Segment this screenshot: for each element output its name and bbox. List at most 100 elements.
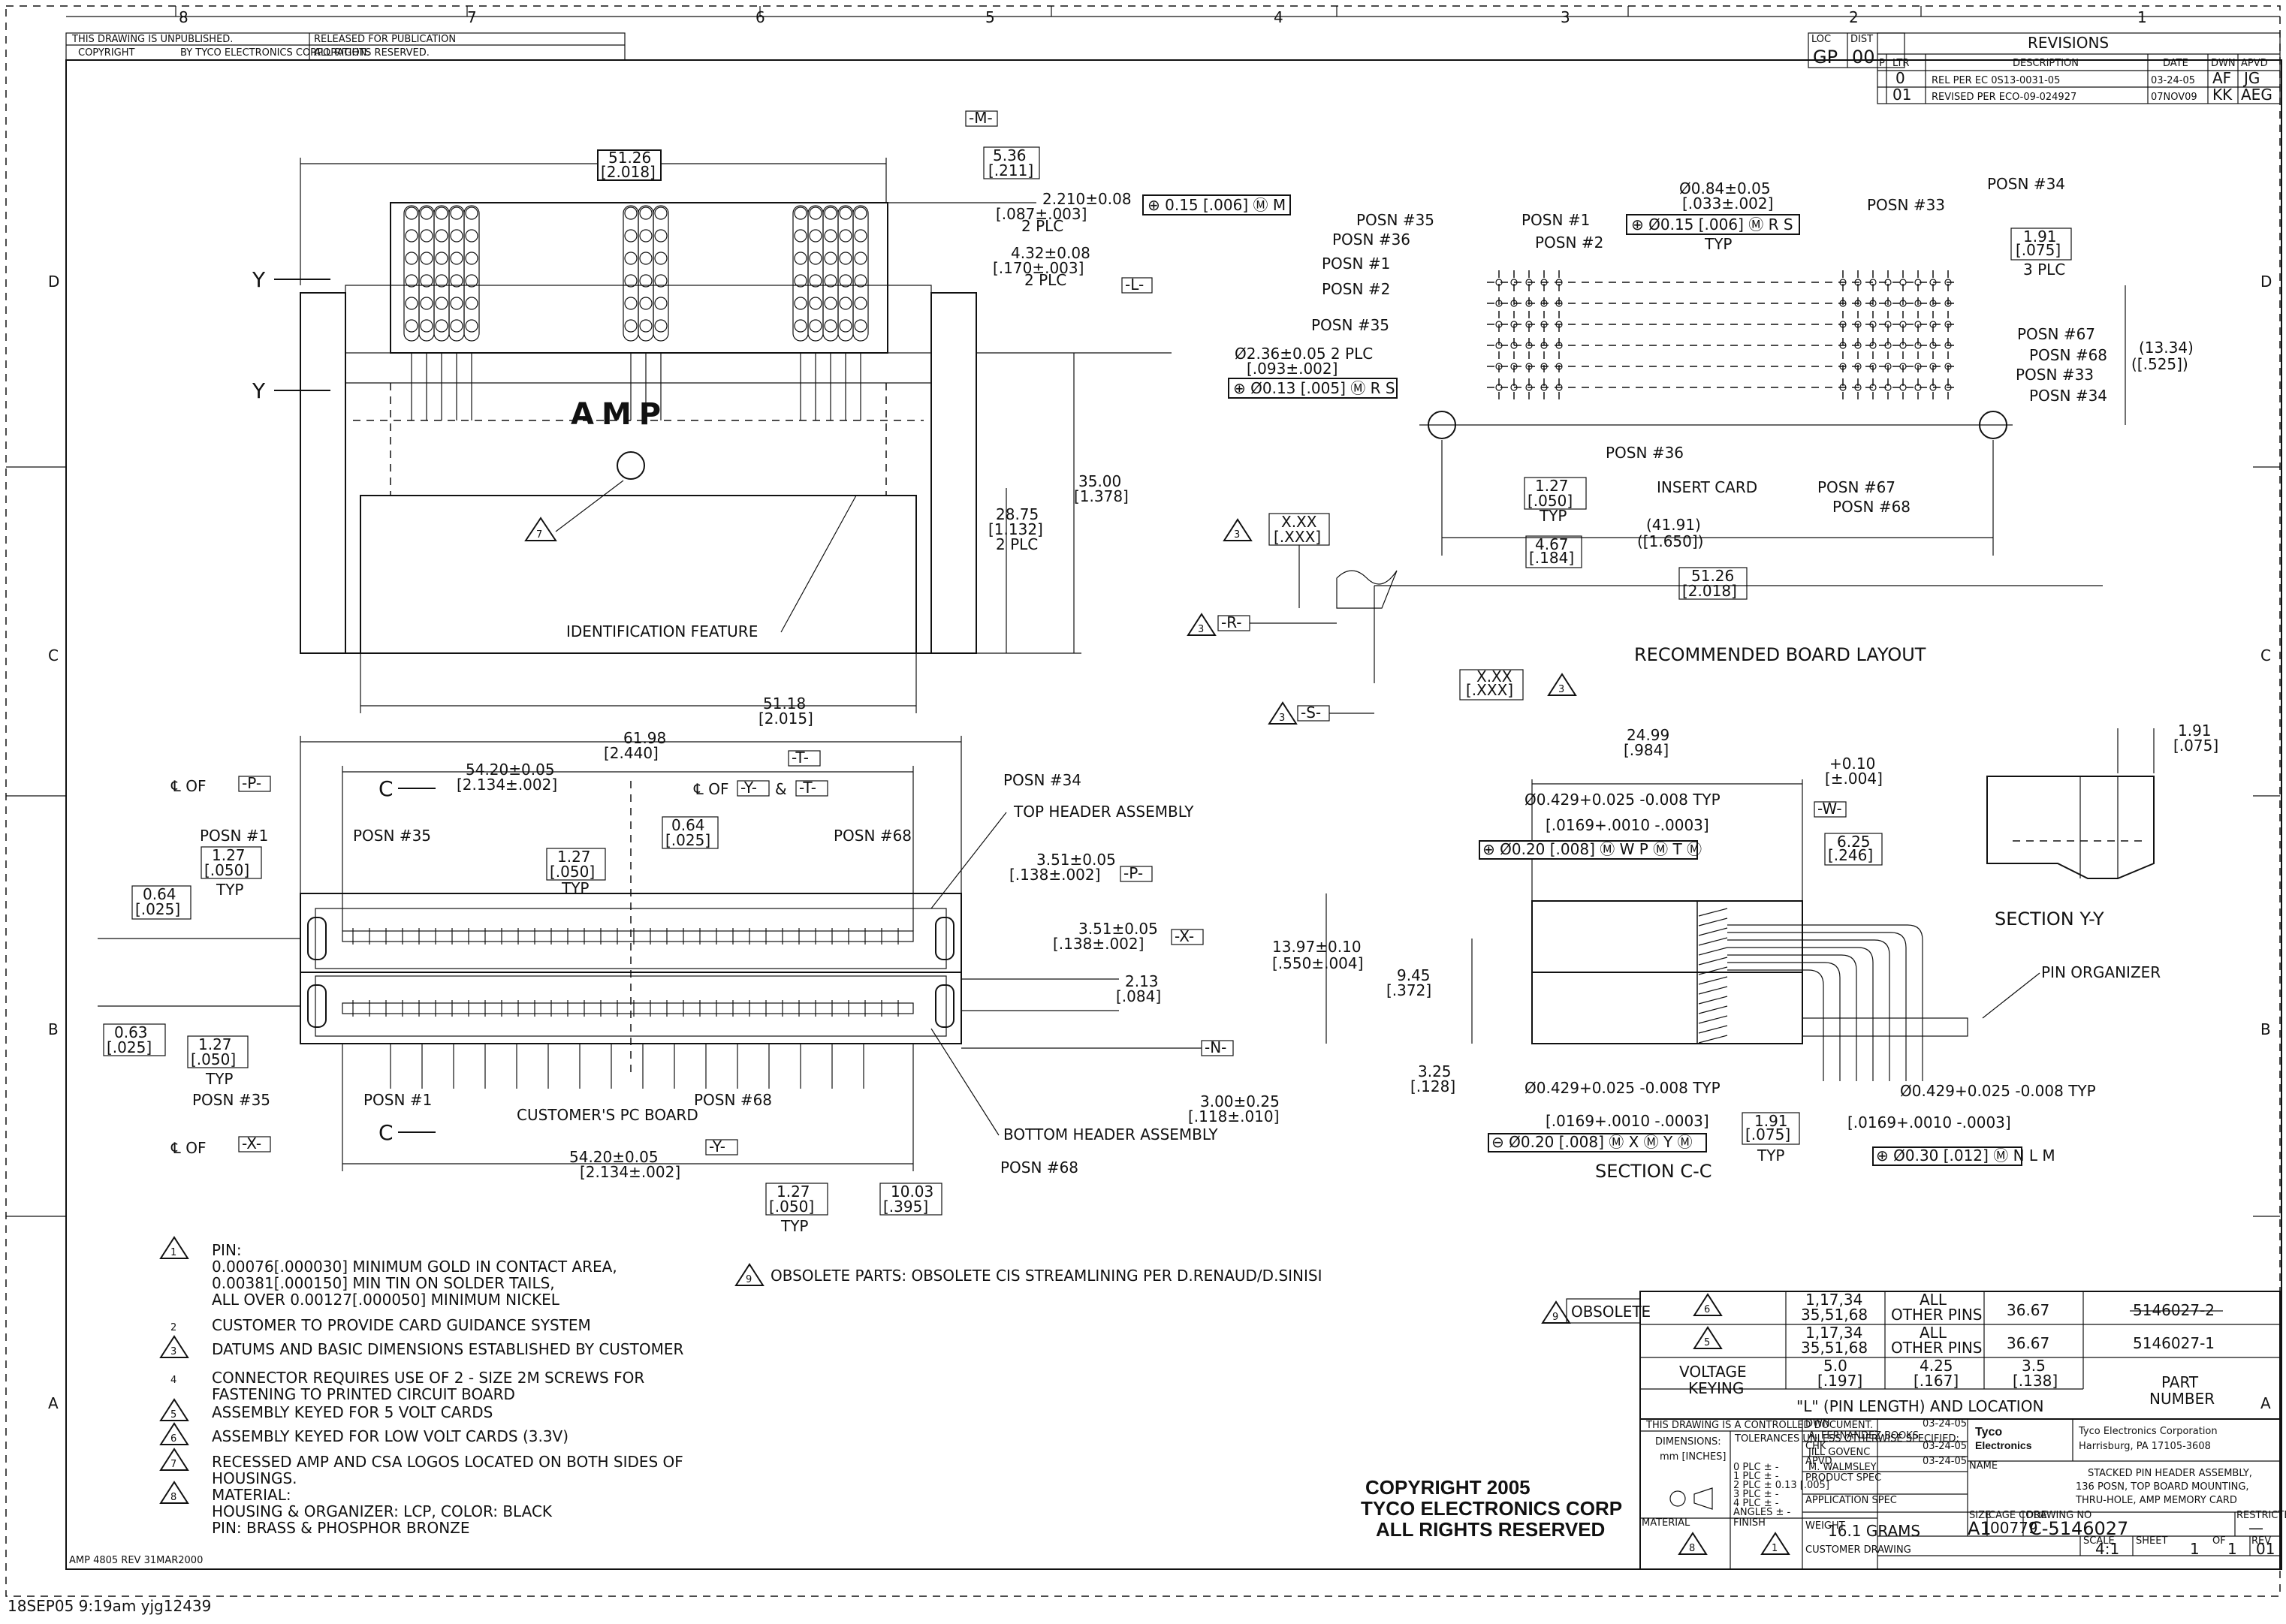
dim-064-in: [.025]: [135, 900, 180, 918]
cl-of-yt: ℄ OF: [693, 780, 728, 798]
pin-icon: [824, 252, 837, 265]
dist-value: 00: [1852, 47, 1875, 68]
dim-236: Ø2.36±0.05 2 PLC: [1235, 345, 1373, 363]
amp-logo: AMP: [571, 397, 668, 432]
hatch-line: [1698, 917, 1728, 926]
amp-sign: &: [775, 780, 787, 798]
fcf-cc-b: ⊖ Ø0.20 [.008] Ⓜ X Ⓜ Y Ⓜ: [1491, 1133, 1693, 1151]
dim-2499-in: [.984]: [1624, 741, 1669, 759]
note-num: 3: [170, 1346, 176, 1357]
hatch-line: [1698, 1035, 1728, 1044]
pin-icon: [839, 274, 852, 288]
note-num: 6: [170, 1433, 176, 1445]
datum-t: -T-: [792, 749, 809, 767]
dim-010: +0.10: [1829, 755, 1875, 773]
dim-width: 51.26: [608, 149, 651, 167]
pin-icon: [824, 297, 837, 310]
zone-label: 4: [1274, 8, 1283, 26]
note-text: ASSEMBLY KEYED FOR LOW VOLT CARDS (3.3V): [212, 1427, 568, 1445]
dim-6198: 61.98: [623, 729, 666, 747]
fin-note: 1: [1772, 1543, 1778, 1554]
note-9: 9 OBSOLETE PARTS: OBSOLETE CIS STREAMLIN…: [734, 1263, 1322, 1286]
dim-4191-in: ([1.650]): [1637, 532, 1703, 550]
pin-icon: [809, 274, 822, 288]
posn33-label: POSN #33: [2016, 366, 2094, 384]
zone-label: B: [2260, 1020, 2271, 1038]
pin-icon: [809, 252, 822, 265]
pin-icon: [624, 206, 638, 220]
dim-191-in: [.075]: [2016, 241, 2061, 259]
posn2-label: POSN #2: [1535, 234, 1603, 252]
chk-date: 03-24-05: [1923, 1441, 1967, 1452]
note-triangle: [1187, 613, 1217, 636]
pin-slot: [807, 205, 824, 342]
key-pos: 35,51,68: [1801, 1306, 1868, 1324]
dim-213-in: [.084]: [1116, 987, 1161, 1005]
bent-pins: [1727, 924, 1968, 1081]
note-text: HOUSING & ORGANIZER: LCP, COLOR: BLACK: [212, 1502, 553, 1520]
key-length: 36.67: [2007, 1301, 2049, 1319]
zone-label: 3: [1561, 8, 1570, 26]
datum-s: -S-: [1301, 704, 1321, 722]
pin-icon: [405, 229, 418, 243]
pin-icon: [809, 229, 822, 243]
dim-127-in: [.050]: [550, 863, 595, 881]
posn36-label: POSN #36: [1606, 444, 1684, 462]
dwg-number: C-5146027: [2029, 1518, 2128, 1539]
scale-value: 4:1: [2095, 1540, 2119, 1558]
header-strip: THIS DRAWING IS UNPUBLISHED. COPYRIGHT B…: [65, 32, 626, 61]
fcf-cc-a: ⊕ Ø0.20 [.008] Ⓜ W P Ⓜ T Ⓜ: [1482, 840, 1702, 858]
dwn-date: 03-24-05: [1923, 1418, 1967, 1430]
dim-945-in: [.372]: [1386, 981, 1431, 999]
mat-note: 8: [1689, 1543, 1695, 1554]
pin-icon: [824, 206, 837, 220]
tol-row: 3 PLC ± -: [1733, 1489, 1779, 1500]
dim-5420-in: [2.134±.002]: [580, 1163, 680, 1181]
dim-127-in: [.050]: [191, 1050, 236, 1068]
dim-1003-in: [.395]: [883, 1198, 928, 1216]
posn1-label: POSN #1: [200, 827, 268, 845]
restricted-label: RESTRICTED TO: [2236, 1510, 2286, 1521]
revisions-block: LOC DIST GP 00 REVISIONS P LTR DESCRIPTI…: [1808, 32, 2281, 104]
bottom-header-label: BOTTOM HEADER ASSEMBLY: [1003, 1125, 1218, 1143]
dwg-label: DRAWING NO: [2026, 1510, 2091, 1521]
dim-5126: 51.26: [1691, 567, 1734, 585]
size-value: A1: [1968, 1518, 1992, 1539]
key-pos: 35,51,68: [1801, 1339, 1868, 1357]
hatch-line: [1698, 996, 1728, 1005]
posn1-label: POSN #1: [363, 1091, 432, 1109]
name-label: NAME: [1969, 1460, 1998, 1472]
dim-5420: 54.20±0.05: [466, 761, 555, 779]
voltage-label: VOLTAGE: [1679, 1363, 1747, 1381]
bent-pin: [1727, 962, 1841, 1081]
pin-icon: [624, 319, 638, 333]
pin-icon: [435, 297, 448, 310]
dim-300-in: [.118±.010]: [1188, 1107, 1279, 1125]
posn67-label: POSN #67: [2017, 325, 2095, 343]
pin-icon: [639, 297, 653, 310]
pin-icon: [854, 252, 867, 265]
dimensions-label: DIMENSIONS:: [1655, 1436, 1721, 1448]
title-line: STACKED PIN HEADER ASSEMBLY,: [2088, 1468, 2252, 1479]
rev-col-dwn: DWN: [2211, 58, 2236, 69]
note-triangle: [1268, 701, 1298, 725]
pin-slot: [792, 205, 809, 342]
dim-064: 0.64: [671, 816, 705, 834]
solder-tails: [390, 1044, 864, 1089]
weight-label: WEIGHT: [1805, 1520, 1845, 1532]
note-text: 0.00076[.000030] MINIMUM GOLD IN CONTACT…: [212, 1258, 617, 1276]
pin-icon: [420, 297, 433, 310]
rev-desc: REVISED PER ECO-09-024927: [1932, 92, 2076, 103]
dim-064-in: [.025]: [665, 831, 710, 849]
pin-icon: [854, 229, 867, 243]
pin-icon: [854, 319, 867, 333]
tol-row: 0 PLC ± -: [1733, 1462, 1779, 1473]
title-block: THIS DRAWING IS A CONTROLLED DOCUMENT. D…: [69, 1418, 2286, 1570]
note-text: CONNECTOR REQUIRES USE OF 2 - SIZE 2M SC…: [212, 1369, 644, 1387]
datum-y: -Y-: [709, 1137, 725, 1155]
pin-icon: [794, 229, 807, 243]
dim-236-in: [.093±.002]: [1247, 360, 1338, 378]
section-yy: 1.91 [.075] SECTION Y-Y PIN ORGANIZER: [1982, 722, 2218, 1019]
pin-slot: [623, 205, 639, 342]
